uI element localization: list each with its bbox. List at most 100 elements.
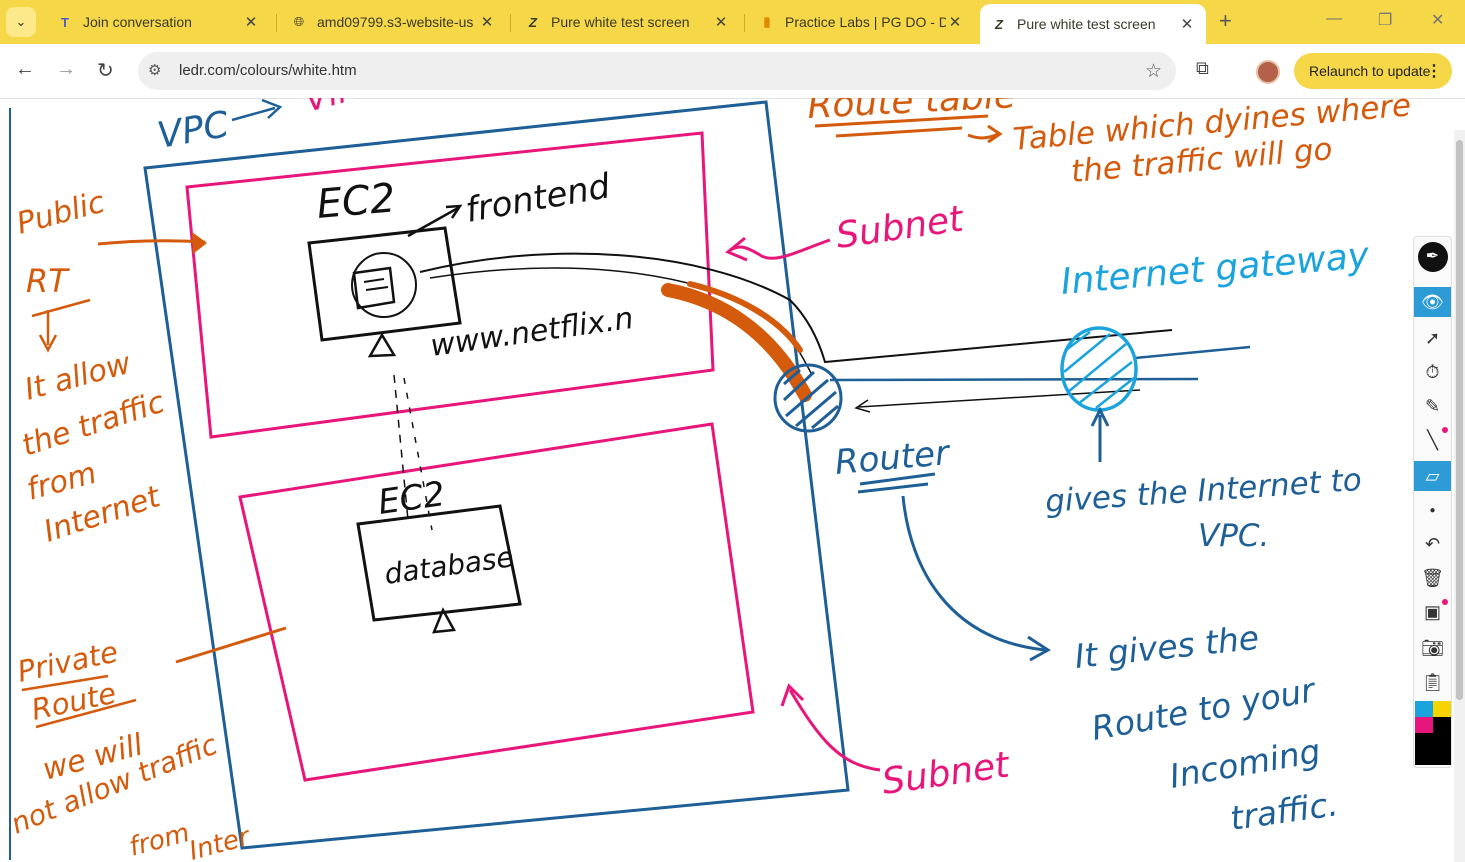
frontend-ec2-icon	[307, 204, 463, 358]
window-close-icon[interactable]: ✕	[1431, 12, 1445, 29]
annotation-toolbar: ✒ 👁︎ ➚ ⏱︎ ✎ ╲ ▱ ● ↶ 🗑︎ ▣ 📷︎ 📋︎	[1413, 236, 1452, 768]
arrow-head	[261, 98, 283, 119]
arrow-head	[1027, 635, 1051, 662]
clipboard-icon[interactable]: 📋︎	[1421, 671, 1444, 692]
rt-underline	[31, 298, 91, 318]
chart-icon: ▮	[763, 14, 771, 29]
tab-search-button[interactable]: ⌄	[6, 7, 36, 37]
tab-divider	[276, 14, 277, 32]
trash-icon[interactable]: 🗑︎	[1421, 567, 1444, 588]
tab-s3-website[interactable]: 🌐︎ amd09799.s3-website-us ✕	[280, 6, 506, 38]
close-tab-icon[interactable]: ✕	[714, 14, 728, 31]
forward-icon[interactable]: →	[56, 58, 76, 80]
new-tab-button[interactable]: +	[1219, 8, 1232, 33]
eraser-icon[interactable]: ▱	[1414, 461, 1451, 491]
ec2-database-label: EC2	[376, 474, 448, 523]
rt-label: RT	[26, 262, 70, 300]
color-swatch-yellow[interactable]	[1433, 701, 1451, 717]
router-desc-arrow	[901, 495, 1046, 652]
subnet-arrow	[729, 238, 831, 260]
ledr-icon: Z	[529, 14, 537, 30]
route-highlight	[661, 283, 812, 402]
arrow-head	[38, 334, 58, 353]
arrow	[97, 239, 206, 246]
igw-return-line	[857, 389, 1141, 408]
scrollbar-thumb[interactable]	[1456, 140, 1463, 700]
site-settings-icon[interactable]: ⚙	[148, 62, 162, 79]
undo-icon[interactable]: ↶	[1424, 533, 1441, 554]
vpc-label: VPC	[154, 104, 232, 157]
private-underline	[21, 674, 137, 729]
restore-icon[interactable]: ❐	[1378, 12, 1393, 29]
timer-icon[interactable]: ⏱︎	[1425, 361, 1440, 382]
internet-gateway-icon	[1060, 326, 1138, 412]
tab-title: amd09799.s3-website-us	[317, 14, 474, 30]
tab-practice-labs[interactable]: ▮ Practice Labs | PG DO - D ✕	[748, 6, 974, 38]
tab-join-conversation[interactable]: T Join conversation ✕	[46, 6, 270, 38]
route-table-underline	[814, 114, 989, 138]
vpc-boundary	[143, 100, 850, 850]
close-tab-icon[interactable]: ✕	[244, 14, 258, 31]
url-text[interactable]: ledr.com/colours/white.htm	[179, 62, 357, 79]
color-swatch-pink[interactable]	[1415, 717, 1433, 733]
tab-pure-white-active[interactable]: Z Pure white test screen ✕	[980, 4, 1206, 44]
eye-icon[interactable]: 👁︎	[1414, 287, 1451, 317]
back-icon[interactable]: ←	[15, 58, 35, 80]
whiteboard-canvas[interactable]: VPC Virtual private cloud Route table Ta…	[0, 98, 1454, 862]
tab-title: Pure white test screen	[1017, 16, 1156, 32]
relaunch-button[interactable]: Relaunch to update ⋮	[1294, 53, 1452, 89]
route-table-label: Route table	[806, 98, 1017, 127]
tab-strip: ⌄ T Join conversation ✕ 🌐︎ amd09799.s3-w…	[0, 0, 1465, 44]
profile-avatar[interactable]	[1256, 60, 1280, 84]
igw-desc: gives the Internet to	[1044, 462, 1363, 520]
close-tab-icon[interactable]: ✕	[480, 14, 494, 31]
tab-title: Practice Labs | PG DO - D	[785, 14, 946, 30]
tab-pure-white-1[interactable]: Z Pure white test screen ✕	[514, 6, 740, 38]
router-icon	[773, 363, 843, 433]
tab-title: Pure white test screen	[551, 14, 690, 30]
router-desc: Incoming	[1167, 731, 1324, 796]
vpc-meaning-label: Virtual private cloud	[300, 98, 645, 121]
color-swatch-cyan[interactable]	[1415, 701, 1433, 717]
close-tab-icon[interactable]: ✕	[1180, 16, 1194, 33]
minimize-icon[interactable]: —	[1326, 10, 1342, 27]
tab-title: Join conversation	[83, 14, 192, 30]
screen-icon[interactable]: ▣	[1423, 601, 1441, 622]
arrow-head	[725, 236, 748, 262]
bookmark-star-icon[interactable]: ☆	[1144, 61, 1162, 82]
line-icon[interactable]: ╲	[1427, 429, 1438, 450]
arrow-head	[780, 683, 805, 707]
igw-line	[829, 377, 1199, 382]
igw-line	[1134, 345, 1251, 360]
pointer-icon[interactable]: ➚	[1424, 327, 1441, 348]
arrow-head	[854, 399, 871, 413]
igw-desc: VPC.	[1198, 518, 1269, 554]
private-route-line	[175, 626, 287, 664]
reload-icon[interactable]: ↻	[97, 60, 114, 82]
camera-icon[interactable]: 📷︎	[1421, 637, 1444, 658]
vpc-arrow	[231, 106, 276, 122]
close-tab-icon[interactable]: ✕	[948, 14, 962, 31]
router-desc: It gives the	[1073, 618, 1261, 676]
arrow-head	[1090, 406, 1110, 427]
traffic-path-top	[419, 252, 1173, 364]
address-bar[interactable]: ⚙ ledr.com/colours/white.htm ☆	[138, 52, 1176, 90]
tab-divider	[744, 14, 745, 32]
color-swatch-black[interactable]	[1415, 733, 1451, 765]
extensions-icon[interactable]: ⧉	[1196, 58, 1209, 78]
public-subnet-box	[185, 131, 715, 439]
chevron-down-icon: ⌄	[15, 14, 27, 29]
subnet-arrow	[788, 689, 881, 772]
menu-dots-icon[interactable]: ⋮	[1426, 63, 1442, 80]
color-indicator	[1442, 427, 1448, 433]
color-indicator	[1442, 599, 1448, 605]
highlighter-icon[interactable]: ✎	[1424, 395, 1441, 416]
browser-toolbar: ← → ↻ ⚙ ledr.com/colours/white.htm ☆ ⧉ R…	[0, 44, 1465, 99]
ledr-icon: Z	[995, 16, 1003, 32]
dot-icon[interactable]: ●	[1429, 504, 1436, 516]
private-desc: Inter	[186, 821, 255, 862]
pen-icon[interactable]: ✒	[1414, 239, 1451, 275]
arrow-head	[987, 124, 1003, 144]
color-swatch-black[interactable]	[1433, 717, 1451, 733]
private-subnet-box	[238, 422, 755, 782]
